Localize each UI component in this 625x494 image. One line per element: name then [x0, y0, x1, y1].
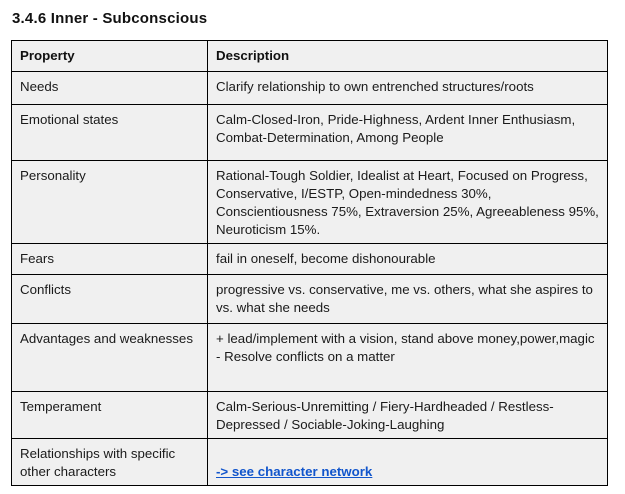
- description-cell: progressive vs. conservative, me vs. oth…: [207, 274, 608, 324]
- table-row-conflicts: Conflicts progressive vs. conservative, …: [11, 274, 608, 324]
- description-cell: Clarify relationship to own entrenched s…: [207, 71, 608, 105]
- property-cell: Needs: [11, 71, 208, 105]
- properties-table: Property Description Needs Clarify relat…: [11, 40, 608, 486]
- property-cell: Conflicts: [11, 274, 208, 324]
- description-cell: Rational-Tough Soldier, Idealist at Hear…: [207, 160, 608, 244]
- table-row-fears: Fears fail in oneself, become dishonoura…: [11, 243, 608, 275]
- character-network-link[interactable]: -> see character network: [216, 464, 373, 479]
- property-cell: Relationships with specific other charac…: [11, 438, 208, 486]
- table-row-emotional-states: Emotional states Calm-Closed-Iron, Pride…: [11, 104, 608, 161]
- property-cell: Fears: [11, 243, 208, 275]
- description-cell: + lead/implement with a vision, stand ab…: [207, 323, 608, 392]
- table-row-advantages-weaknesses: Advantages and weaknesses + lead/impleme…: [11, 323, 608, 392]
- table-row-personality: Personality Rational-Tough Soldier, Idea…: [11, 160, 608, 244]
- description-cell: -> see character network: [207, 438, 608, 486]
- property-cell: Temperament: [11, 391, 208, 439]
- description-cell: Calm-Closed-Iron, Pride-Highness, Ardent…: [207, 104, 608, 161]
- property-cell: Advantages and weaknesses: [11, 323, 208, 392]
- table-row-temperament: Temperament Calm-Serious-Unremitting / F…: [11, 391, 608, 439]
- column-header-property: Property: [11, 40, 208, 72]
- table-row-relationships: Relationships with specific other charac…: [11, 438, 608, 486]
- section-heading: 3.4.6 Inner - Subconscious: [12, 10, 208, 27]
- description-cell: Calm-Serious-Unremitting / Fiery-Hardhea…: [207, 391, 608, 439]
- table-row-needs: Needs Clarify relationship to own entren…: [11, 71, 608, 105]
- property-cell: Emotional states: [11, 104, 208, 161]
- description-cell: fail in oneself, become dishonourable: [207, 243, 608, 275]
- table-header-row: Property Description: [11, 40, 608, 72]
- column-header-description: Description: [207, 40, 608, 72]
- property-cell: Personality: [11, 160, 208, 244]
